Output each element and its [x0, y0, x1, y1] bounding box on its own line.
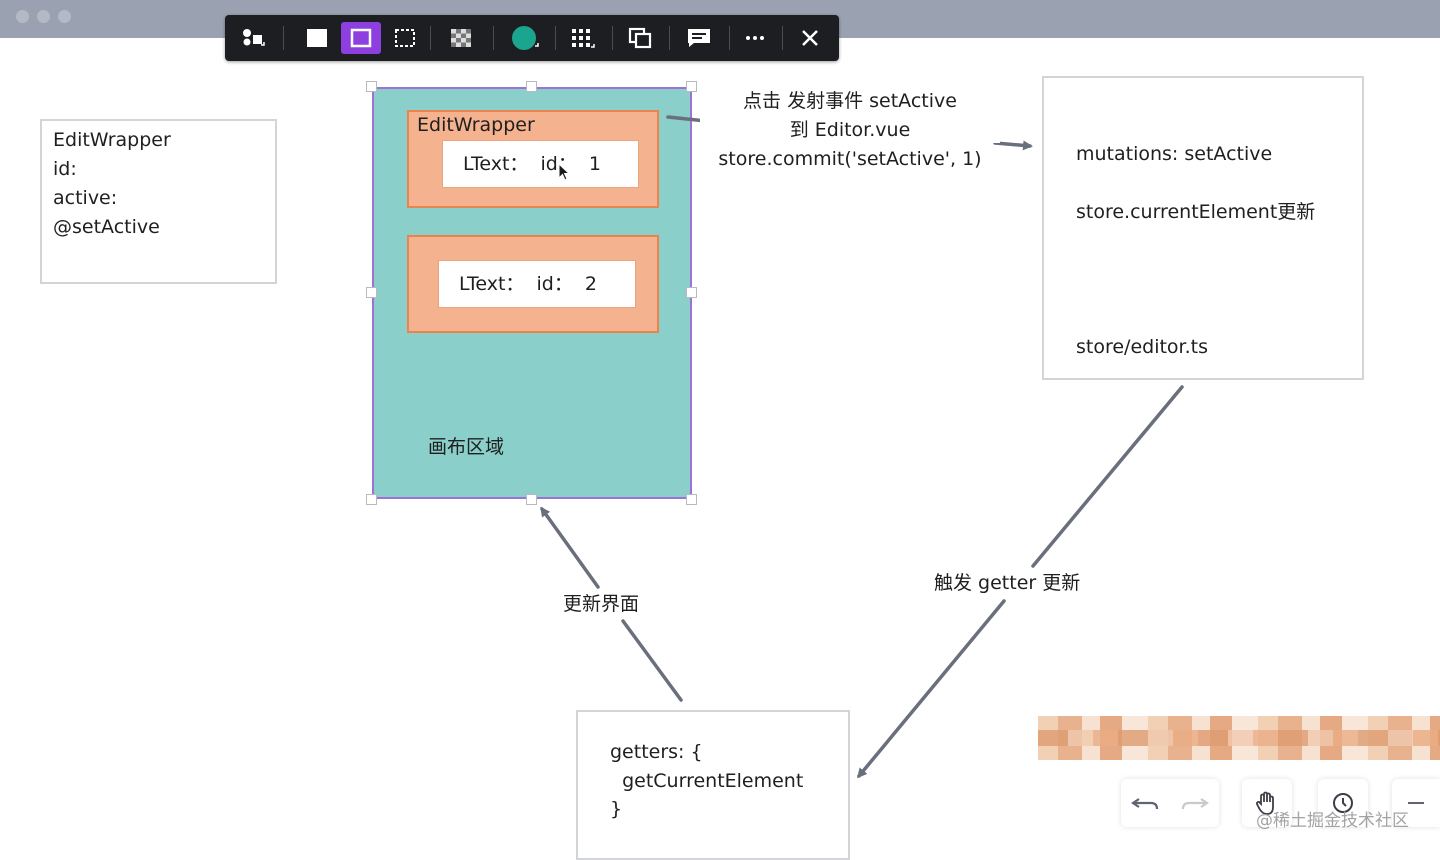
history-icon[interactable] — [1318, 779, 1368, 827]
ltext-item-1[interactable]: LText： id： 1 — [442, 140, 639, 188]
checker-icon[interactable] — [446, 24, 476, 52]
close-icon[interactable] — [795, 24, 825, 52]
store-current-element-line: store.currentElement更新 — [1076, 201, 1316, 223]
store-mutations-box[interactable]: mutations: setActive store.currentElemen… — [1042, 76, 1364, 380]
resize-handle[interactable] — [366, 494, 377, 505]
ltext-item-2[interactable]: LText： id： 2 — [438, 260, 636, 308]
toolbar-separator — [555, 26, 556, 50]
arrow-update-ui-a — [621, 619, 683, 702]
undo-redo-group — [1121, 779, 1219, 827]
toolbar-separator — [612, 26, 613, 50]
update-ui-label: 更新界面 — [563, 591, 640, 617]
dashed-selection-icon[interactable] — [390, 24, 420, 52]
window-minimize-dot[interactable] — [37, 10, 50, 23]
editwrapper-line-2: id: — [53, 158, 77, 180]
trigger-getter-label: 触发 getter 更新 — [934, 570, 1081, 596]
arrow-store-to-getter-a — [1031, 385, 1184, 568]
arrow-emit-start — [666, 115, 708, 123]
filled-rect-icon[interactable] — [302, 24, 332, 52]
getters-box[interactable]: getters: { getCurrentElement } — [576, 710, 850, 860]
resize-handle[interactable] — [686, 287, 697, 298]
editwrapper-line-4: @setActive — [53, 216, 160, 238]
toolbar-separator — [669, 26, 670, 50]
undo-icon[interactable] — [1131, 798, 1159, 810]
emit-event-label-line3: store.commit('setActive', 1) — [700, 146, 1000, 172]
arrow-store-to-getter-b — [857, 599, 1006, 779]
resize-handle[interactable] — [686, 81, 697, 92]
getters-line-1: getters: { — [610, 741, 703, 763]
resize-handle[interactable] — [686, 494, 697, 505]
redo-icon[interactable] — [1181, 798, 1209, 810]
resize-handle[interactable] — [366, 287, 377, 298]
getters-line-2: getCurrentElement — [610, 770, 804, 792]
resize-handle[interactable] — [526, 81, 537, 92]
window-close-dot[interactable] — [16, 10, 29, 23]
window-maximize-dot[interactable] — [58, 10, 71, 23]
zoom-out-icon[interactable] — [1392, 779, 1440, 827]
more-icon[interactable] — [740, 24, 770, 52]
color-circle-icon[interactable] — [510, 24, 540, 52]
toolbar-separator — [782, 26, 783, 50]
canvas-area[interactable]: EditWrapper LText： id： 1 LText： id： 2 画布… — [372, 87, 692, 499]
toolbar-separator — [493, 26, 494, 50]
resize-handle[interactable] — [526, 494, 537, 505]
edit-wrapper-label: EditWrapper — [417, 114, 535, 136]
edit-wrapper-1[interactable]: EditWrapper LText： id： 1 — [407, 110, 659, 208]
grid-dots-icon[interactable] — [568, 24, 598, 52]
toolbar-separator — [729, 26, 730, 50]
arrow-to-store — [993, 140, 1033, 151]
getters-line-3: } — [610, 798, 623, 820]
comment-icon[interactable] — [684, 24, 714, 52]
arrow-update-ui-b — [540, 506, 600, 589]
copy-icon[interactable] — [625, 24, 655, 52]
emit-event-label-line1: 点击 发射事件 setActive — [700, 88, 1000, 114]
store-mutations-line: mutations: setActive — [1076, 143, 1273, 165]
watermark-text: @稀土掘金技术社区 — [1256, 811, 1409, 831]
emit-event-label-line2: 到 Editor.vue — [700, 117, 1000, 143]
editwrapper-line-3: active: — [53, 187, 118, 209]
store-file-line: store/editor.ts — [1076, 336, 1209, 358]
editwrapper-props-box[interactable]: EditWrapper id: active: @setActive — [40, 119, 277, 284]
editwrapper-line-1: EditWrapper — [53, 129, 171, 151]
hand-icon[interactable] — [1242, 779, 1292, 827]
outline-rect-icon[interactable] — [341, 22, 381, 54]
edit-wrapper-2[interactable]: LText： id： 2 — [407, 235, 659, 333]
toolbar-separator — [283, 26, 284, 50]
drawing-toolbar — [225, 15, 839, 61]
resize-handle[interactable] — [366, 81, 377, 92]
shapes-icon[interactable] — [239, 24, 269, 52]
blurred-region — [1038, 716, 1440, 760]
canvas-area-label: 画布区域 — [428, 436, 505, 458]
mouse-cursor-icon — [558, 163, 571, 181]
toolbar-separator — [430, 26, 431, 50]
